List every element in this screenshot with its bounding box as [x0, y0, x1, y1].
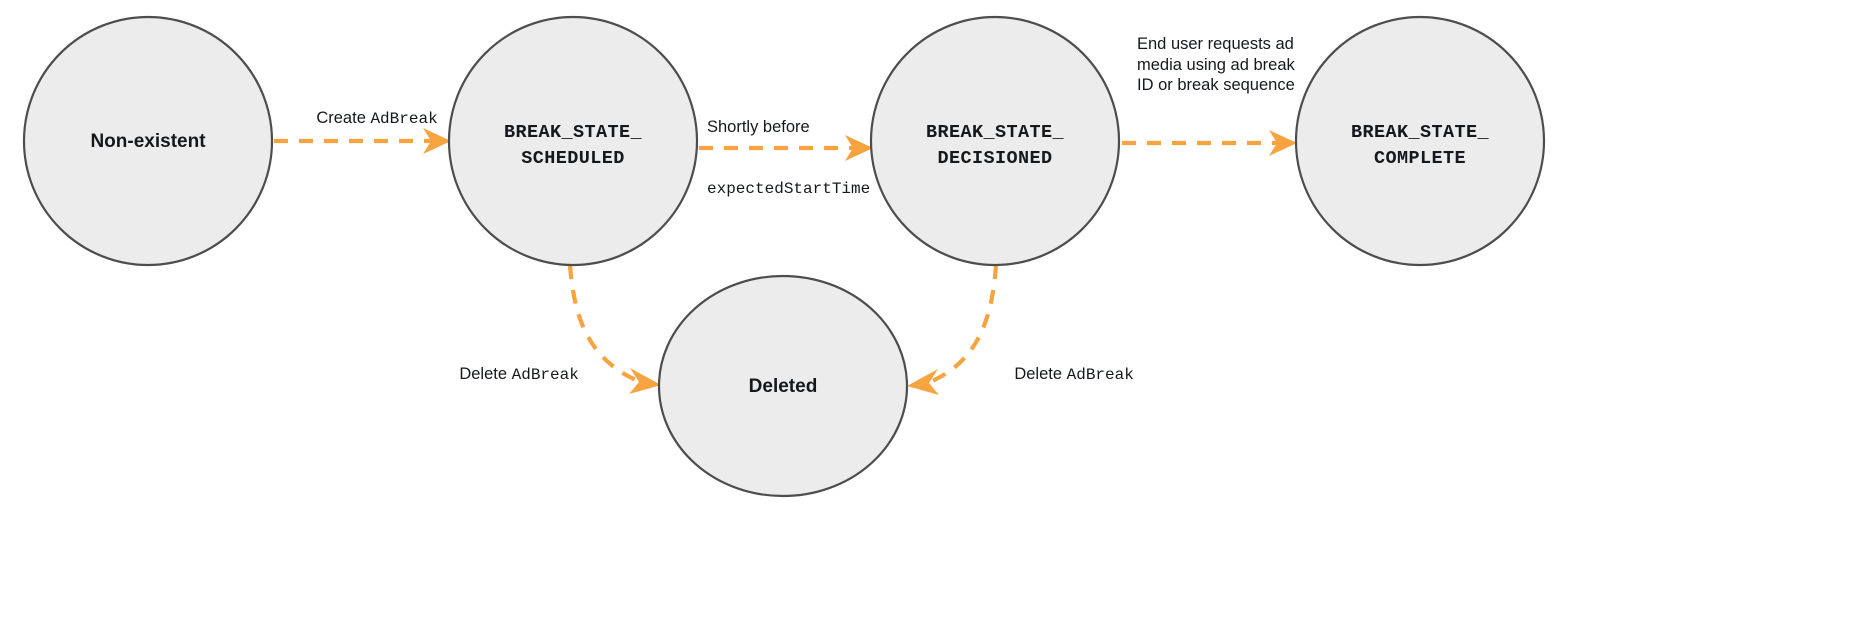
node-shape[interactable]: [447, 15, 699, 267]
node-deleted[interactable]: Deleted: [657, 274, 909, 498]
node-shape[interactable]: [869, 15, 1121, 267]
edge-label-create-adbreak: Create AdBreak: [298, 87, 438, 150]
node-label-scheduled-line1: BREAK_STATE_: [504, 122, 643, 143]
edge-shortly-before: [699, 135, 873, 161]
node-label-decisioned-line2: DECISIONED: [937, 148, 1052, 169]
edge-label-code: AdBreak: [370, 109, 438, 128]
edge-create-adbreak: [274, 128, 451, 154]
edge-label-shortly-before: Shortly before expectedStartTime: [707, 76, 870, 240]
node-shape[interactable]: [1294, 15, 1546, 267]
node-label-complete-line2: COMPLETE: [1374, 148, 1466, 169]
arrowhead-icon: [845, 135, 873, 161]
edge-label-delete-from-decisioned: Delete AdBreak: [996, 343, 1134, 406]
edge-label-delete-from-scheduled: Delete AdBreak: [441, 343, 579, 406]
edge-label-code: AdBreak: [511, 365, 579, 384]
node-label-complete-line1: BREAK_STATE_: [1351, 122, 1490, 143]
node-break-state-complete[interactable]: BREAK_STATE_ COMPLETE: [1294, 15, 1546, 267]
edge-label-text: End user requests ad media using ad brea…: [1137, 35, 1295, 94]
edge-label-text: Create: [316, 108, 371, 127]
edge-label-text: Delete: [1014, 364, 1067, 383]
node-shape[interactable]: [22, 15, 274, 267]
node-label-scheduled-line2: SCHEDULED: [521, 148, 625, 169]
node-break-state-scheduled[interactable]: BREAK_STATE_ SCHEDULED: [447, 15, 699, 267]
arrowhead-icon: [907, 369, 939, 395]
edge-line: [567, 264, 639, 383]
edge-label-text: Delete: [459, 364, 512, 383]
edge-delete-from-decisioned: [907, 264, 999, 395]
node-non-existent[interactable]: Non-existent: [22, 15, 274, 267]
arrowhead-icon: [1269, 130, 1297, 156]
arrowhead-icon: [423, 128, 451, 154]
edge-label-code: AdBreak: [1066, 365, 1134, 384]
node-label-deleted: Deleted: [749, 376, 818, 397]
edge-label-code: expectedStartTime: [707, 179, 871, 198]
node-break-state-decisioned[interactable]: BREAK_STATE_ DECISIONED: [869, 15, 1121, 267]
edge-line: [929, 264, 999, 384]
node-label-non-existent: Non-existent: [90, 131, 206, 152]
edge-label-end-user-requests: End user requests ad media using ad brea…: [1137, 34, 1295, 96]
arrowhead-icon: [629, 368, 661, 394]
edge-delete-from-scheduled: [567, 264, 661, 394]
edge-end-user-requests: [1122, 130, 1297, 156]
node-shape[interactable]: [657, 274, 909, 498]
node-label-decisioned-line1: BREAK_STATE_: [926, 122, 1065, 143]
edge-label-line1: Shortly before: [707, 118, 810, 136]
